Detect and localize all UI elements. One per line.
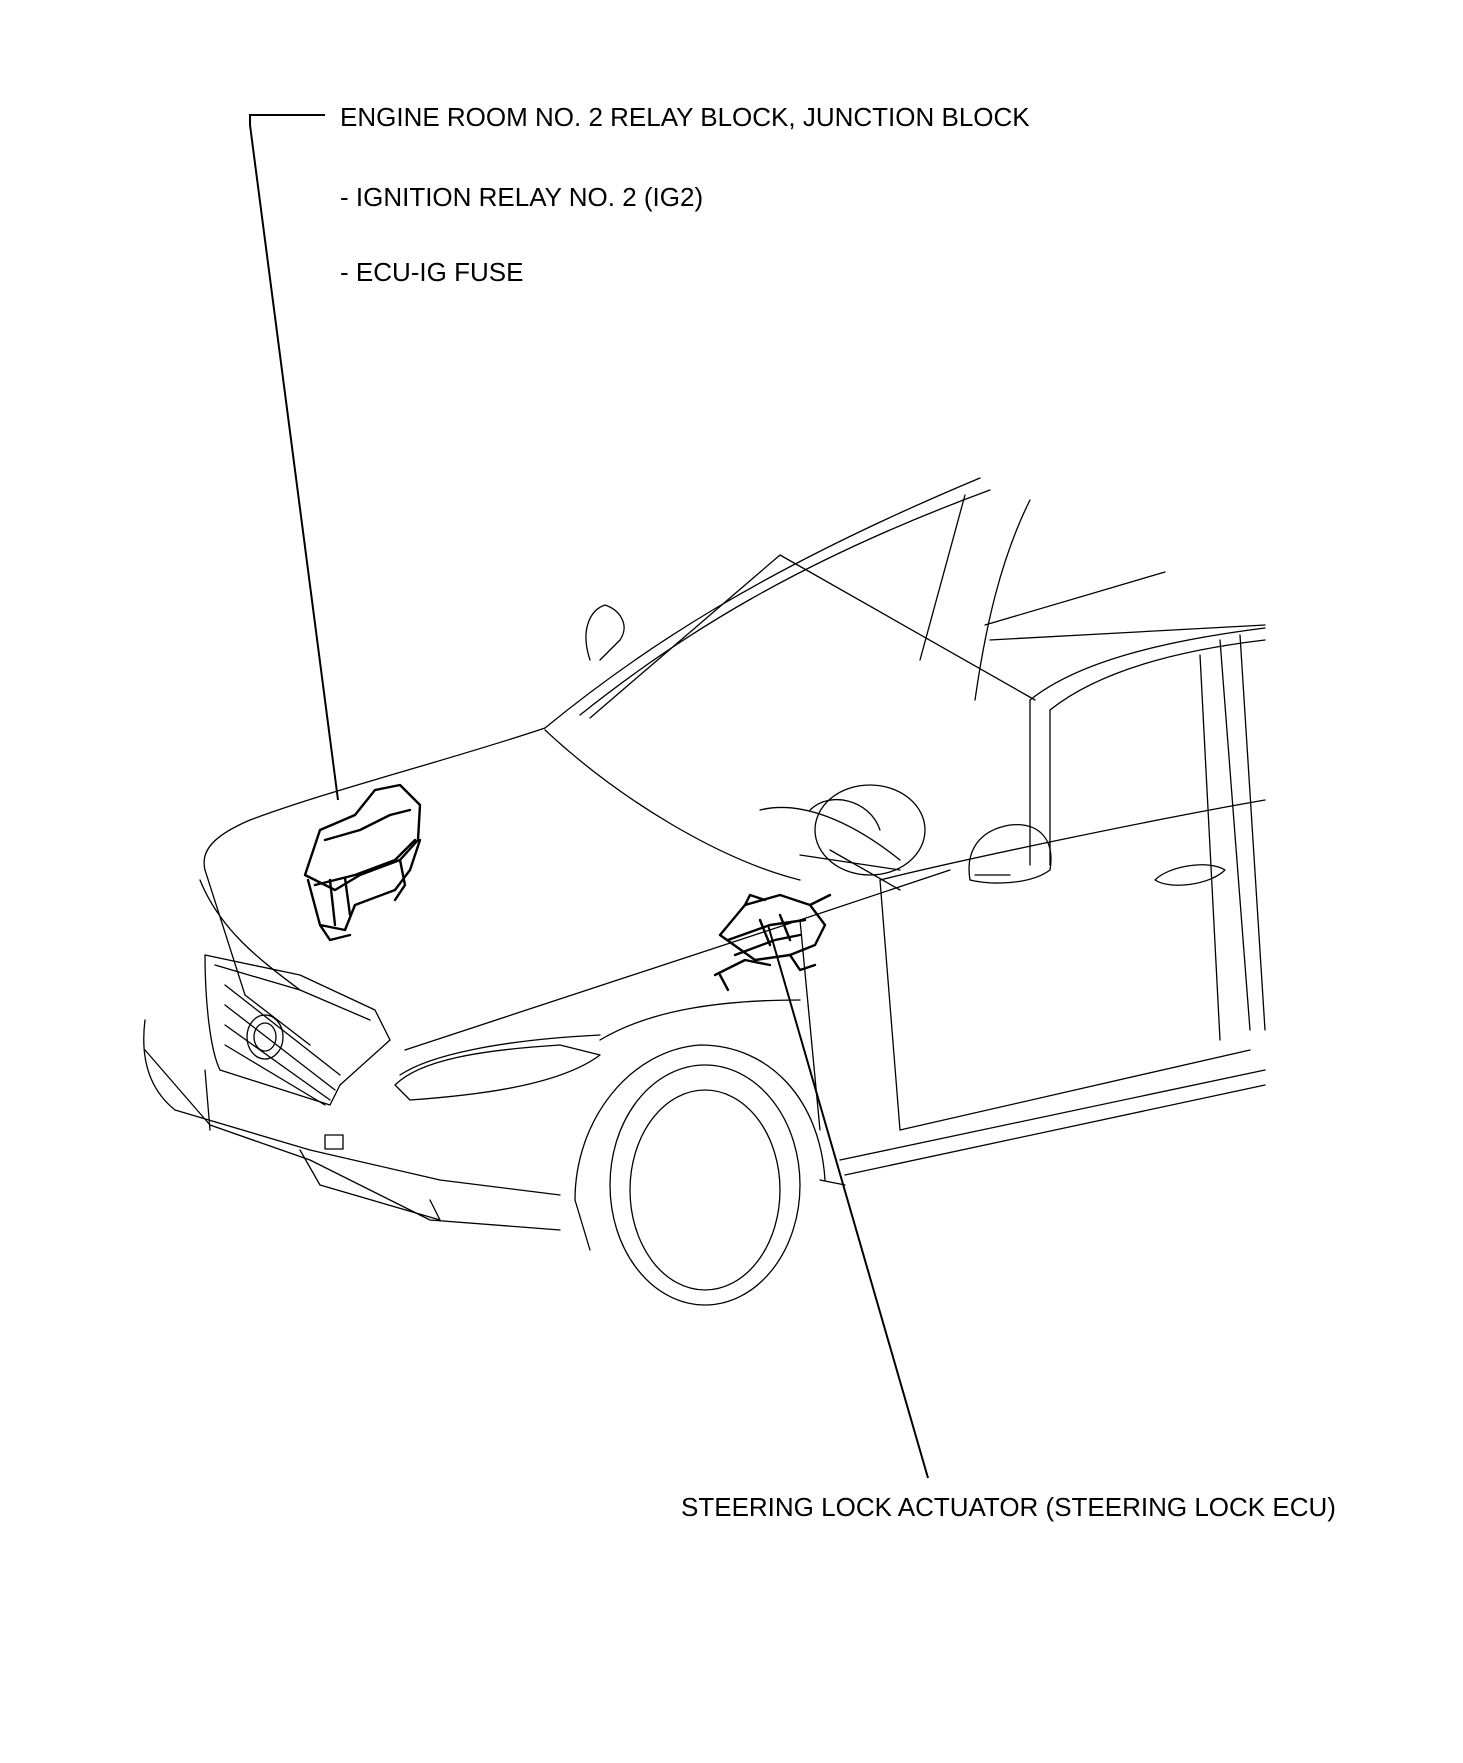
steering-lock-component — [713, 893, 832, 992]
relay-block-leader — [249, 114, 339, 801]
relay-block-component — [303, 783, 422, 942]
steering-lock-title: STEERING LOCK ACTUATOR (STEERING LOCK EC… — [681, 1492, 1336, 1522]
relay-block-title: ENGINE ROOM NO. 2 RELAY BLOCK, JUNCTION … — [340, 102, 1030, 132]
steering-lock-leader — [767, 924, 929, 1479]
relay-block-item-fuse: - ECU-IG FUSE — [340, 257, 524, 287]
relay-block-item-ig2: - IGNITION RELAY NO. 2 (IG2) — [340, 182, 704, 212]
car-outline — [143, 477, 1266, 1306]
